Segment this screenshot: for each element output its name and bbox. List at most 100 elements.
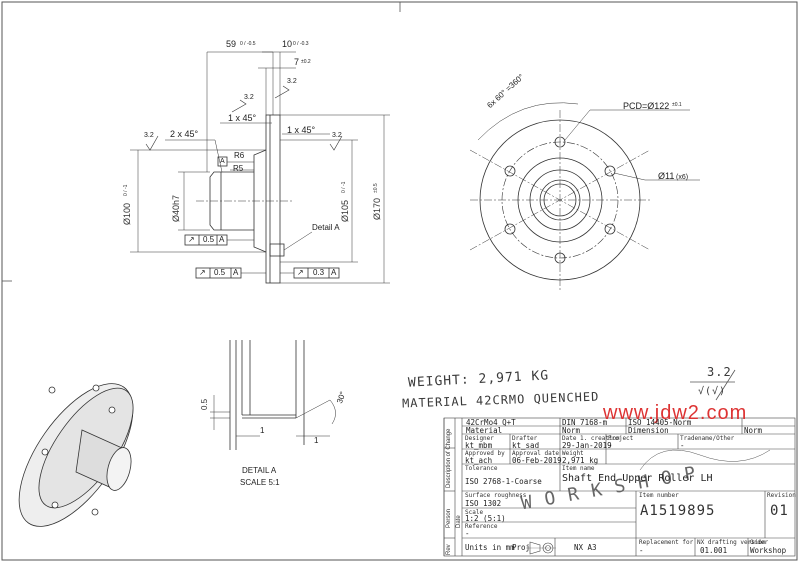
dim-d105: Ø105: [340, 199, 350, 222]
tb-drafter: kt_sad: [512, 441, 540, 450]
tb-replacement-label: Replacement for: [639, 539, 694, 546]
tb-scale-label: Scale: [465, 509, 484, 516]
tb-created-label: Date 1. creation: [562, 435, 620, 442]
tb-approval-date-label: Approval date: [512, 450, 559, 457]
tb-units: Units in mm: [465, 543, 515, 552]
tb-nx-version-label: NX drafting version: [697, 539, 766, 546]
tb-approved: kt_ach: [465, 456, 493, 465]
runout-arrow-2: ↗: [199, 268, 206, 277]
tb-tolerance: ISO 2768-1-Coarse: [465, 477, 542, 486]
detail-a-view: [210, 340, 336, 450]
rough-4: 3.2: [287, 78, 297, 85]
chamfer-2: 1 x 45°: [287, 125, 316, 135]
side-view: [469, 102, 700, 290]
tb-surface: ISO 1302: [465, 499, 502, 508]
roughness-note-symbol: √(√): [698, 386, 727, 397]
dim-10: 10: [282, 39, 293, 49]
tb-side-rev: Rev: [446, 544, 452, 555]
roughness-note: 3.2: [707, 365, 732, 379]
dim-10-tol: 0 / -0.3: [293, 41, 309, 47]
tb-header-dimension: Dimension: [628, 426, 669, 435]
bolt-holes: [504, 136, 616, 264]
tb-project: -: [608, 441, 613, 450]
tb-side-change: Description of Change: [446, 428, 452, 488]
hole-diameter: Ø11: [658, 171, 675, 181]
handwritten-marks: [639, 369, 771, 471]
detail-1a: 1: [260, 426, 265, 435]
pcd-label: PCD=Ø122: [623, 101, 670, 111]
tb-std-top: DIN 7168-m: [562, 418, 608, 427]
tb-tolerance-label: Tolerance: [465, 465, 498, 472]
radius-r6: R6: [234, 151, 245, 160]
dim-59: 59: [226, 39, 237, 49]
tb-approved-label: Approved by: [465, 450, 505, 457]
detail-1b: 1: [314, 436, 319, 445]
tb-weight: 2,971 kg: [562, 456, 599, 465]
tb-nx-version: 01.001: [700, 546, 728, 555]
dim-59-tol: 0 / -0.5: [240, 41, 256, 47]
tb-approval-date: 06-Feb-2019: [512, 456, 562, 465]
tb-itemnumber: A1519895: [640, 503, 716, 519]
chamfer-1: 1 x 45°: [228, 113, 257, 123]
detail-05: 0.5: [200, 398, 209, 410]
tb-scale: 1:2 (5:1): [465, 514, 506, 523]
rough-3: 3.2: [244, 94, 254, 101]
tb-proj: Proj: [512, 543, 531, 552]
projection-symbol: [529, 541, 541, 555]
chamfer-3: 2 x 45°: [170, 129, 199, 139]
flange-body: [265, 114, 281, 284]
runout-arrow-1: ↗: [188, 235, 195, 244]
runout-arrow-3: ↗: [297, 268, 304, 277]
tb-paper: NX A3: [574, 543, 597, 552]
tb-material-code: 42CrMo4 Q+T: [466, 418, 516, 427]
tb-designer: kt_mbm: [465, 441, 493, 450]
dim-d105-tol: 0 / -1: [341, 181, 347, 193]
tb-side-date: Date: [456, 515, 462, 528]
dim-d100: Ø100: [122, 202, 132, 225]
dim-d40: Ø40h7: [171, 194, 181, 222]
tb-std-top2: ISO 14405-Norm: [628, 418, 692, 427]
tb-header-norm2: Norm: [744, 426, 763, 435]
dim-d100-tol: 0 / -1: [123, 184, 129, 196]
tb-drafter-label: Drafter: [512, 435, 538, 442]
detail-title: DETAIL A: [242, 466, 277, 475]
tb-header-norm: Norm: [562, 426, 581, 435]
tb-itemnumber-label: Item number: [639, 492, 679, 499]
runout-1-value: 0.5: [203, 235, 215, 244]
dim-7: 7: [294, 57, 300, 67]
section-view: [130, 51, 390, 284]
title-block: [443, 417, 796, 557]
radius-r5: R5: [233, 164, 244, 173]
datum-a: A: [220, 158, 225, 165]
tb-created: 29-Jan-2019: [562, 441, 612, 450]
dim-7-tol: ±0.2: [301, 59, 311, 65]
runout-3-datum: A: [331, 268, 337, 277]
tb-order: Workshop: [750, 546, 787, 555]
runout-2-value: 0.5: [214, 268, 226, 277]
detail-scale: SCALE 5:1: [240, 478, 280, 487]
dim-d170-tol: ±0.5: [373, 183, 379, 193]
runout-1-datum: A: [219, 235, 225, 244]
hole-count: (x6): [676, 174, 689, 181]
tb-replacement: -: [639, 546, 644, 555]
detail-a-label: Detail A: [312, 223, 340, 232]
runout-2-datum: A: [233, 268, 239, 277]
rough-2: 3.2: [332, 132, 342, 139]
tb-order-label: Order: [750, 539, 769, 546]
tb-reference-label: Reference: [465, 523, 498, 530]
tb-reference: -: [465, 529, 470, 538]
detail-a-marker: [269, 243, 285, 257]
dim-d170: Ø170: [372, 197, 382, 220]
runout-3-value: 0.3: [313, 268, 325, 277]
tb-project-label: Project: [608, 435, 634, 442]
rough-1: 3.2: [144, 132, 154, 139]
tb-tradename: -: [680, 441, 685, 450]
tb-itemname: Shaft End Upper Roller LH: [562, 473, 713, 484]
pcd-tol: ±0.1: [672, 102, 682, 108]
tb-revision-label: Revision: [767, 492, 796, 499]
tb-surface-label: Surface roughness: [465, 492, 527, 499]
tb-weight-label: Weight: [562, 450, 584, 457]
tb-designer-label: Designer: [465, 435, 494, 442]
tb-tradename-label: Tradename/Other: [680, 435, 735, 442]
